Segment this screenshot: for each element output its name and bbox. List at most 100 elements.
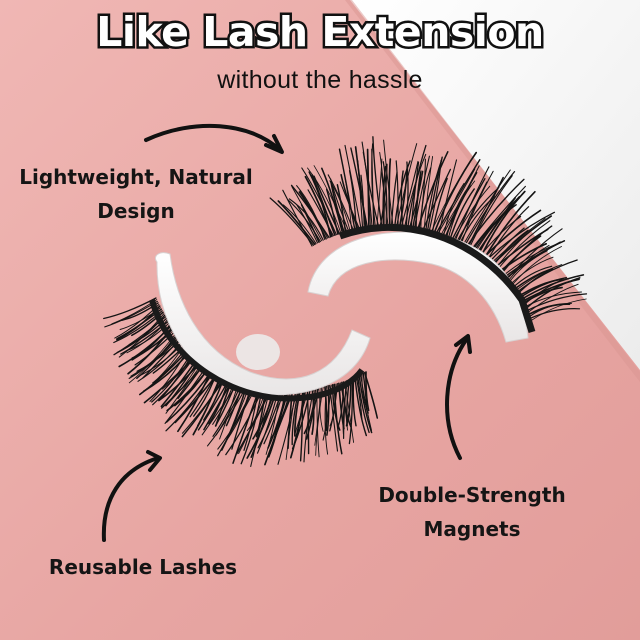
lash-fiber [468,185,526,253]
lash-fiber [354,146,367,229]
lash-fiber [420,167,432,232]
left-lash-magnet [236,334,280,370]
lash-fiber [282,204,317,245]
arrowhead-reusable [146,450,162,472]
arrow-lightweight [144,123,282,152]
lash-fiber [311,174,336,237]
lash-fiber [350,147,369,229]
lash-fiber [481,190,536,262]
lash-fiber [436,168,476,237]
callout-lightweight: Lightweight, Natural Design [8,160,264,228]
lash-fiber [305,386,320,440]
lash-fiber [344,144,362,229]
lash-fiber [321,167,344,234]
lash-fiber [142,336,182,379]
lash-fiber [301,167,337,236]
lash-fiber [447,185,472,241]
lash-fiber [303,386,317,435]
lash-fiber [487,217,546,267]
lash-fiber [465,176,504,251]
lash-fiber [128,317,168,346]
lash-fiber [500,243,558,279]
lash-fiber [432,151,478,236]
lash-fiber [307,189,334,237]
lash-fiber [330,178,350,232]
lash-fiber [410,161,420,230]
lash-fiber [524,277,581,310]
lash-fiber [380,171,389,227]
lash-fiber [304,175,333,238]
lash-fiber [330,180,345,234]
lash-fiber [291,387,312,450]
subheadline: without the hassle [217,66,423,94]
lash-fiber [287,199,321,243]
lash-fiber [395,160,399,228]
right-lash-fibers [269,136,588,321]
lash-fiber [290,184,330,239]
arrow-reusable [101,456,160,542]
lash-fiber [428,159,442,234]
lash-fiber [371,143,376,228]
callout-magnets-line1: Double-Strength [378,483,566,507]
lash-fiber [525,293,588,312]
lash-fiber [313,165,348,232]
lash-fiber [452,185,491,243]
lash-fiber [400,170,404,229]
lash-fiber [269,197,315,246]
lash-fiber [358,374,373,434]
lash-fiber [527,283,579,314]
lash-fiber [421,168,452,232]
lash-fiber [382,161,388,228]
lash-fiber [483,211,556,263]
lash-fiber [288,198,324,241]
lash-fiber [530,308,581,319]
lash-fiber [372,136,383,228]
arrowhead-magnets [454,334,472,354]
lash-fiber [365,371,370,412]
arrow-magnets [445,338,468,460]
lash-fiber [390,171,398,228]
lash-fiber [307,167,342,234]
lash-fiber [518,274,585,302]
callout-magnets: Double-Strength Magnets [362,478,582,546]
lash-fiber [360,174,365,229]
lash-fiber [362,151,380,228]
lash-fiber [357,375,370,434]
lash-fiber [131,329,176,359]
lash-fiber [126,319,168,354]
lash-fiber [291,186,323,242]
callout-reusable: Reusable Lashes [48,555,238,579]
lash-fiber [296,185,326,240]
lash-fiber [448,188,475,242]
lash-fiber [520,278,580,303]
lash-fiber [134,330,177,366]
lash-fiber [445,186,469,240]
lash-fiber [355,376,363,420]
lash-fiber [354,376,368,437]
right-lash-band [307,231,529,343]
lash-fiber [522,278,564,307]
lash-fiber [327,174,354,231]
lash-fiber [294,387,310,435]
lash-fiber [455,187,500,245]
lash-fiber [459,170,494,247]
lash-fiber [348,378,353,445]
lash-fiber [467,175,513,252]
lash-fiber [461,169,511,248]
headline: Like Lash Extension [94,6,547,59]
lash-fiber [453,166,490,244]
lash-fiber [514,259,578,295]
lash-fiber [498,225,553,277]
arrowhead-lightweight [264,134,284,154]
lash-fiber [415,171,422,231]
lash-fiber [418,158,426,231]
callout-lightweight-line1: Lightweight, Natural [19,165,253,189]
lash-fiber [329,180,351,232]
lash-fiber [367,153,371,228]
lash-fiber [423,156,434,233]
lash-fiber [339,181,360,230]
left-lash-base [149,299,365,402]
callout-arrows [101,123,472,542]
lash-fiber [494,220,551,273]
